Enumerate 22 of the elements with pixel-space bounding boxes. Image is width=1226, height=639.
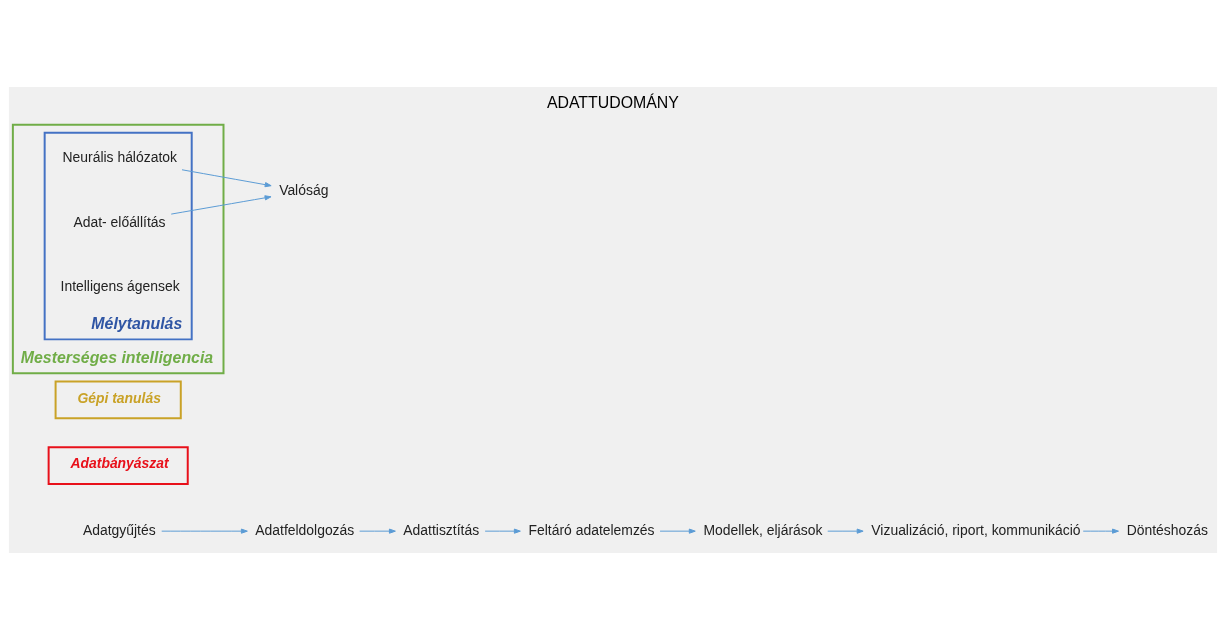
node-text: Feltáró adatelemzés bbox=[528, 521, 655, 538]
node-text: Adattisztítás bbox=[403, 521, 480, 538]
diagram-title: ADATTUDOMÁNY bbox=[546, 93, 679, 111]
node-box: Adatbányászat bbox=[47, 445, 189, 485]
node-text: Vizualizáció, riport, kommunikáció bbox=[871, 521, 1081, 538]
arrow bbox=[170, 194, 272, 215]
node-text: Valóság bbox=[279, 181, 329, 198]
node-text: Adatgyűjtés bbox=[82, 521, 156, 538]
arrow bbox=[484, 528, 521, 534]
node-text: Adatfeldolgozás bbox=[255, 521, 355, 538]
arrow bbox=[161, 528, 248, 534]
node-text: Döntéshozás bbox=[1126, 521, 1208, 538]
arrow bbox=[1082, 528, 1119, 534]
node-box: Gépi tanulás bbox=[54, 380, 182, 419]
arrow bbox=[181, 168, 272, 187]
node-text: Modellek, eljárások bbox=[703, 521, 823, 538]
arrow bbox=[659, 528, 696, 534]
node-text: Neurális hálózatok bbox=[62, 148, 177, 165]
arrow bbox=[827, 528, 864, 534]
arrow bbox=[359, 528, 396, 534]
node-text: Intelligens ágensek bbox=[60, 277, 180, 294]
node-text: Adat- előállítás bbox=[73, 213, 166, 230]
